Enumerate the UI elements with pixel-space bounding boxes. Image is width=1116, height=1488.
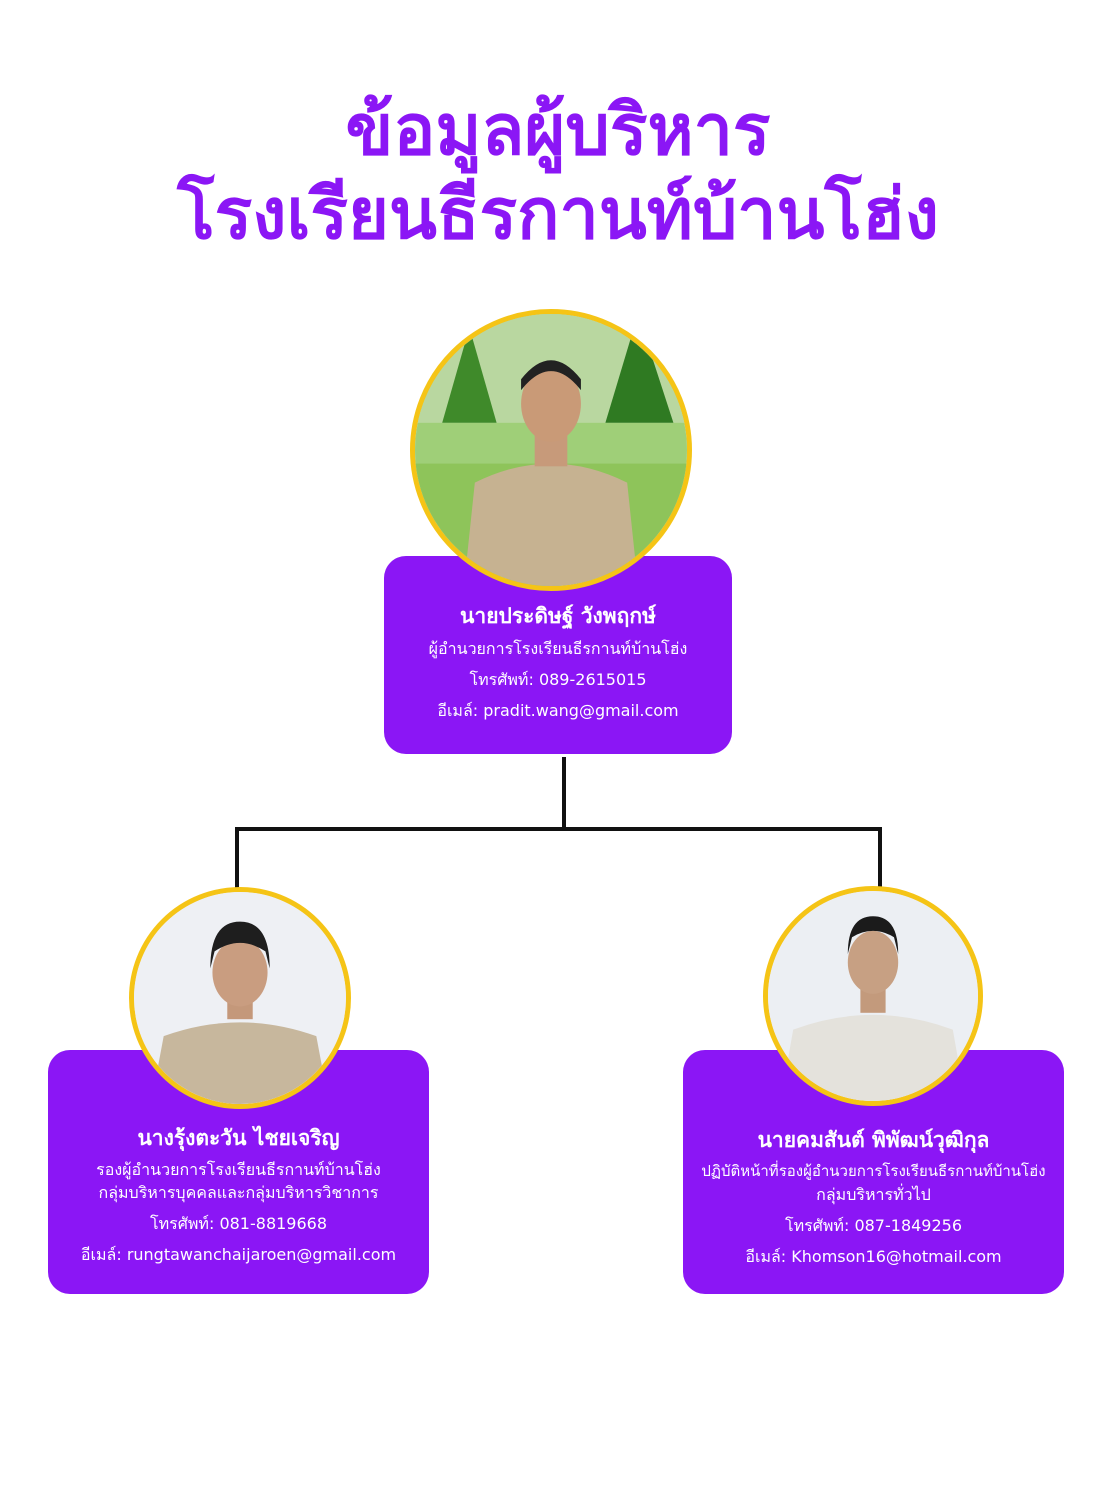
deputy-right-phone: โทรศัพท์: 087-1849256 bbox=[784, 1216, 963, 1235]
director-phone: โทรศัพท์: 089-2615015 bbox=[469, 670, 647, 689]
connector-vertical-right bbox=[878, 827, 882, 892]
deputy-left-role-2: กลุ่มบริหารบุคคลและกลุ่มบริหารวิชาการ bbox=[98, 1183, 379, 1202]
connector-vertical-top bbox=[562, 757, 566, 829]
deputy-right-name: นายคมสันต์ พิพัฒน์วุฒิกุล bbox=[757, 1128, 990, 1152]
director-name: นายประดิษฐ์ วังพฤกษ์ bbox=[460, 604, 656, 628]
deputy-left-phone: โทรศัพท์: 081-8819668 bbox=[149, 1214, 328, 1233]
deputy-left-role-1: รองผู้อำนวยการโรงเรียนธีรกานท์บ้านโฮ่ง bbox=[96, 1160, 381, 1179]
title-line-1: ข้อมูลผู้บริหาร bbox=[345, 89, 771, 171]
deputy-right-photo bbox=[763, 886, 983, 1106]
connector-vertical-left bbox=[235, 827, 239, 892]
deputy-right-role-2: กลุ่มบริหารทั่วไป bbox=[816, 1185, 931, 1204]
deputy-left-name: นางรุ้งตะวัน ไชยเจริญ bbox=[137, 1126, 340, 1150]
deputy-left-card: นางรุ้งตะวัน ไชยเจริญ รองผู้อำนวยการโรงเ… bbox=[48, 1050, 429, 1294]
deputy-right-email: อีเมล์: Khomson16@hotmail.com bbox=[745, 1247, 1002, 1266]
director-email: อีเมล์: pradit.wang@gmail.com bbox=[437, 701, 679, 720]
director-photo bbox=[410, 309, 692, 591]
title-line-2: โรงเรียนธีรกานท์บ้านโฮ่ง bbox=[177, 173, 939, 255]
connector-horizontal bbox=[235, 827, 882, 831]
director-role: ผู้อำนวยการโรงเรียนธีรกานท์บ้านโฮ่ง bbox=[428, 639, 688, 658]
deputy-left-photo bbox=[129, 887, 351, 1109]
deputy-right-role-1: ปฏิบัติหน้าที่รองผู้อำนวยการโรงเรียนธีรก… bbox=[701, 1162, 1046, 1180]
deputy-left-email: อีเมล์: rungtawanchaijaroen@gmail.com bbox=[80, 1245, 397, 1264]
page-title: ข้อมูลผู้บริหาร โรงเรียนธีรกานท์บ้านโฮ่ง bbox=[0, 88, 1116, 256]
